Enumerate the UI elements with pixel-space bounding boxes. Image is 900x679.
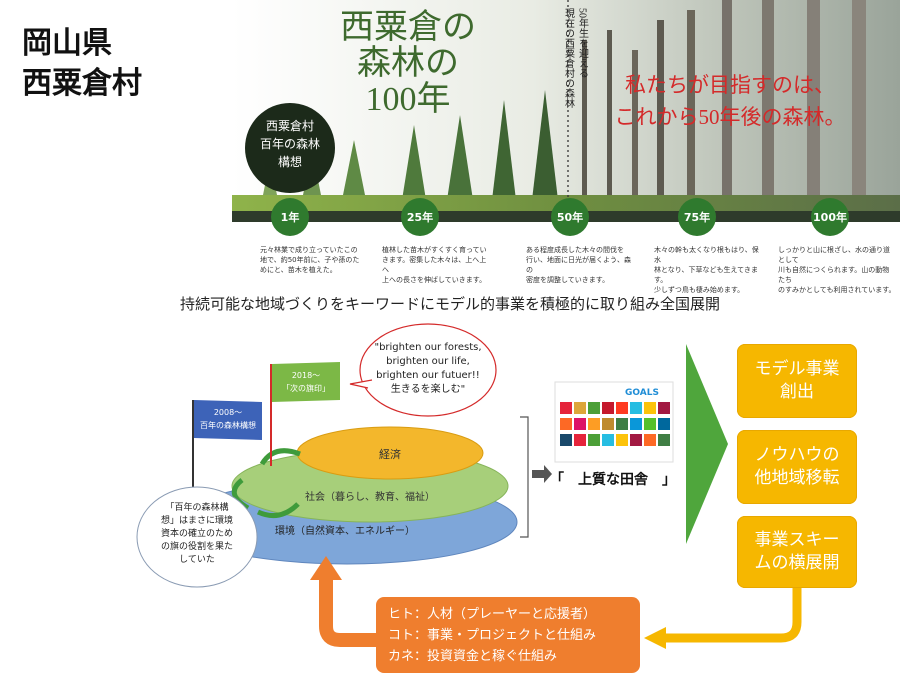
vision-badge-line-3: 構想 xyxy=(278,154,302,169)
note-line-3: 資本の確立のため xyxy=(161,527,233,539)
caption-25-line-2: きます。密集した木々は、上へ上へ xyxy=(382,256,487,274)
vision-badge xyxy=(245,103,335,193)
goal-line-1: 私たちが目指すのは、 xyxy=(625,73,835,97)
high-quality-countryside-label: 「 上質な田舎 」 xyxy=(550,472,676,488)
outcome-scheme-rollout: 事業スキー ムの横展開 xyxy=(737,516,857,588)
caption-75-line-2: 林となり、下草なども生えてきます。 xyxy=(654,266,758,284)
caption-1: 元々林業で成り立っていたこの 地で、約50年前に、子や孫のた めにと、苗木を植え… xyxy=(260,245,368,275)
place-title: 岡山県 西粟倉村 xyxy=(22,24,142,104)
banner-title-1: 西粟倉の xyxy=(340,8,476,46)
caption-1-line-2: 地で、約50年前に、子や孫のた xyxy=(260,256,360,264)
outcome-2-line-2: 他地域移転 xyxy=(754,468,840,488)
caption-25: 植林した苗木がすくすく育ってい きます。密集した木々は、上へ上へ 上への長さを伸… xyxy=(382,245,490,285)
goal-line-2: これから50年後の森林。 xyxy=(615,105,846,129)
resource-money: カネ：投資資金と稼ぐ仕組み xyxy=(388,649,558,664)
outcome-3-line-2: ムの横展開 xyxy=(754,553,840,573)
caption-25-line-1: 植林した苗木がすくすく育ってい xyxy=(382,246,487,254)
milestone-25-label: 25年 xyxy=(407,210,433,224)
outcome-1-line-1: モデル事業 xyxy=(754,359,840,379)
resource-projects: コト：事業・プロジェクトと仕組み xyxy=(388,628,597,643)
flag-green-pole xyxy=(270,364,272,466)
sdg-tiles xyxy=(560,402,670,446)
flag-green-line-2: 「次の旗印」 xyxy=(282,383,330,393)
village-name: 西粟倉村 xyxy=(22,66,142,101)
vision-badge-line-1: 西粟倉村 xyxy=(266,118,314,133)
regional-model-diagram: 経済 社会（暮らし、教育、福祉） 環境（自然資本、エネルギー） 2008～ 百年… xyxy=(136,323,802,649)
caption-50-line-2: 行い、地面に日光が届くよう、森の xyxy=(526,256,631,274)
to-result-arrow xyxy=(532,465,552,483)
slogan-line-4: 生きるを楽しむ" xyxy=(391,382,465,395)
slogan-line-2: brighten our life, xyxy=(386,356,470,367)
prefecture-name: 岡山県 xyxy=(22,26,112,61)
flag-green xyxy=(272,362,340,402)
flag-blue-line-2: 百年の森林構想 xyxy=(200,420,256,430)
milestone-50: 50年 xyxy=(551,198,589,236)
flag-green-line-1: 2018～ xyxy=(292,371,320,380)
milestone-75: 75年 xyxy=(678,198,716,236)
outcome-3-line-1: 事業スキー xyxy=(754,530,840,550)
outcome-knowhow-transfer: ノウハウの 他地域移転 xyxy=(737,430,857,504)
banner-sky xyxy=(232,0,900,212)
big-green-arrow xyxy=(686,344,728,544)
milestone-50-label: 50年 xyxy=(557,210,583,224)
caption-100-line-2: 川も自然につくられます。山の動物たち xyxy=(778,266,890,284)
yellow-flow-arrow xyxy=(662,584,802,643)
caption-100-line-1: しっかりと山に根ざし、水の通り道として xyxy=(778,246,890,264)
note-line-2: 想」はまさに環境 xyxy=(161,514,233,526)
note-bubble xyxy=(136,486,258,588)
caption-50-line-3: 密度を調整していきます。 xyxy=(526,276,610,284)
orange-return-arrow xyxy=(319,577,376,647)
cycle-arrow-3 xyxy=(256,502,300,519)
caption-100: しっかりと山に根ざし、水の通り道として 川も自然につくられます。山の動物たち の… xyxy=(778,245,896,295)
vision-badge-line-2: 百年の森林 xyxy=(260,136,320,151)
caption-1-line-3: めにと、苗木を植えた。 xyxy=(260,266,337,274)
caption-100-line-3: のすみかとしても利用されています。 xyxy=(778,286,896,294)
caption-50-line-1: ある程度成長した木々の間伐を xyxy=(526,246,624,254)
caption-25-line-3: 上への長さを伸ばしていきます。 xyxy=(382,276,487,284)
sdg-title: GOALS xyxy=(625,388,659,398)
layer-environment-label: 環境（自然資本、エネルギー） xyxy=(275,524,415,537)
outcome-1-line-2: 創出 xyxy=(780,382,814,402)
layer-economy-label: 経済 xyxy=(379,447,401,461)
caption-75-line-3: 少しずつ鳥も棲み始めます。 xyxy=(654,286,745,294)
flag-blue-pole xyxy=(192,400,194,518)
note-line-1: 「百年の森林構 xyxy=(165,501,228,513)
caption-1-line-1: 元々林業で成り立っていたこの xyxy=(260,246,358,254)
slogan-bubble-tail xyxy=(349,379,373,389)
layer-society-label: 社会（暮らし、教育、福祉） xyxy=(305,490,435,503)
forest-100-years-banner: 西粟倉の 森林の 100年 西粟倉村 百年の森林 構想 50年生を迎える 現在の… xyxy=(232,0,900,236)
tree-silhouettes xyxy=(262,0,866,200)
caption-50: ある程度成長した木々の間伐を 行い、地面に日光が届くよう、森の 密度を調整してい… xyxy=(526,245,634,285)
note-line-5: していた xyxy=(179,554,215,565)
orange-return-arrowhead xyxy=(310,556,342,580)
note-line-4: の旗の役割を果た xyxy=(161,540,233,552)
resources-box: ヒト：人材（プレーヤーと応援者） コト：事業・プロジェクトと仕組み カネ：投資資… xyxy=(376,597,640,673)
caption-75: 木々の幹も太くなり根もはり、保水 林となり、下草なども生えてきます。 少しずつ鳥… xyxy=(654,245,762,295)
slogan-line-1: "brighten our forests, xyxy=(374,342,481,353)
yellow-flow-arrowhead xyxy=(644,627,666,649)
resource-people: ヒト：人材（プレーヤーと応援者） xyxy=(388,607,597,622)
milestone-1: 1年 xyxy=(271,198,309,236)
milestone-25: 25年 xyxy=(401,198,439,236)
slogan-bubble xyxy=(359,323,497,417)
cycle-arrow-1 xyxy=(259,448,301,466)
sdg-goals-panel: GOALS xyxy=(554,381,674,463)
outcome-2-line-1: ノウハウの xyxy=(754,445,840,465)
milestone-100: 100年 xyxy=(811,198,849,236)
milestone-75-label: 75年 xyxy=(684,210,710,224)
vertical-note-2: 現在の西粟倉村の森林 xyxy=(563,8,575,109)
slogan-line-3: brighten our futuer!! xyxy=(376,370,480,381)
banner-title-2: 森林の xyxy=(357,44,459,82)
milestone-100-label: 100年 xyxy=(813,210,847,224)
flag-blue xyxy=(194,400,262,440)
tagline: 持続可能な地域づくりをキーワードにモデル的事業を積極的に取り組み全国展開 xyxy=(179,295,720,313)
vertical-note-1: 50年生を迎える xyxy=(577,8,589,78)
banner-title-3: 100年 xyxy=(366,80,451,118)
outcome-model-business: モデル事業 創出 xyxy=(737,344,857,418)
layers-bracket xyxy=(520,416,529,538)
caption-75-line-1: 木々の幹も太くなり根もはり、保水 xyxy=(654,246,759,264)
flag-blue-line-1: 2008～ xyxy=(214,408,242,417)
milestone-1-label: 1年 xyxy=(281,210,300,224)
